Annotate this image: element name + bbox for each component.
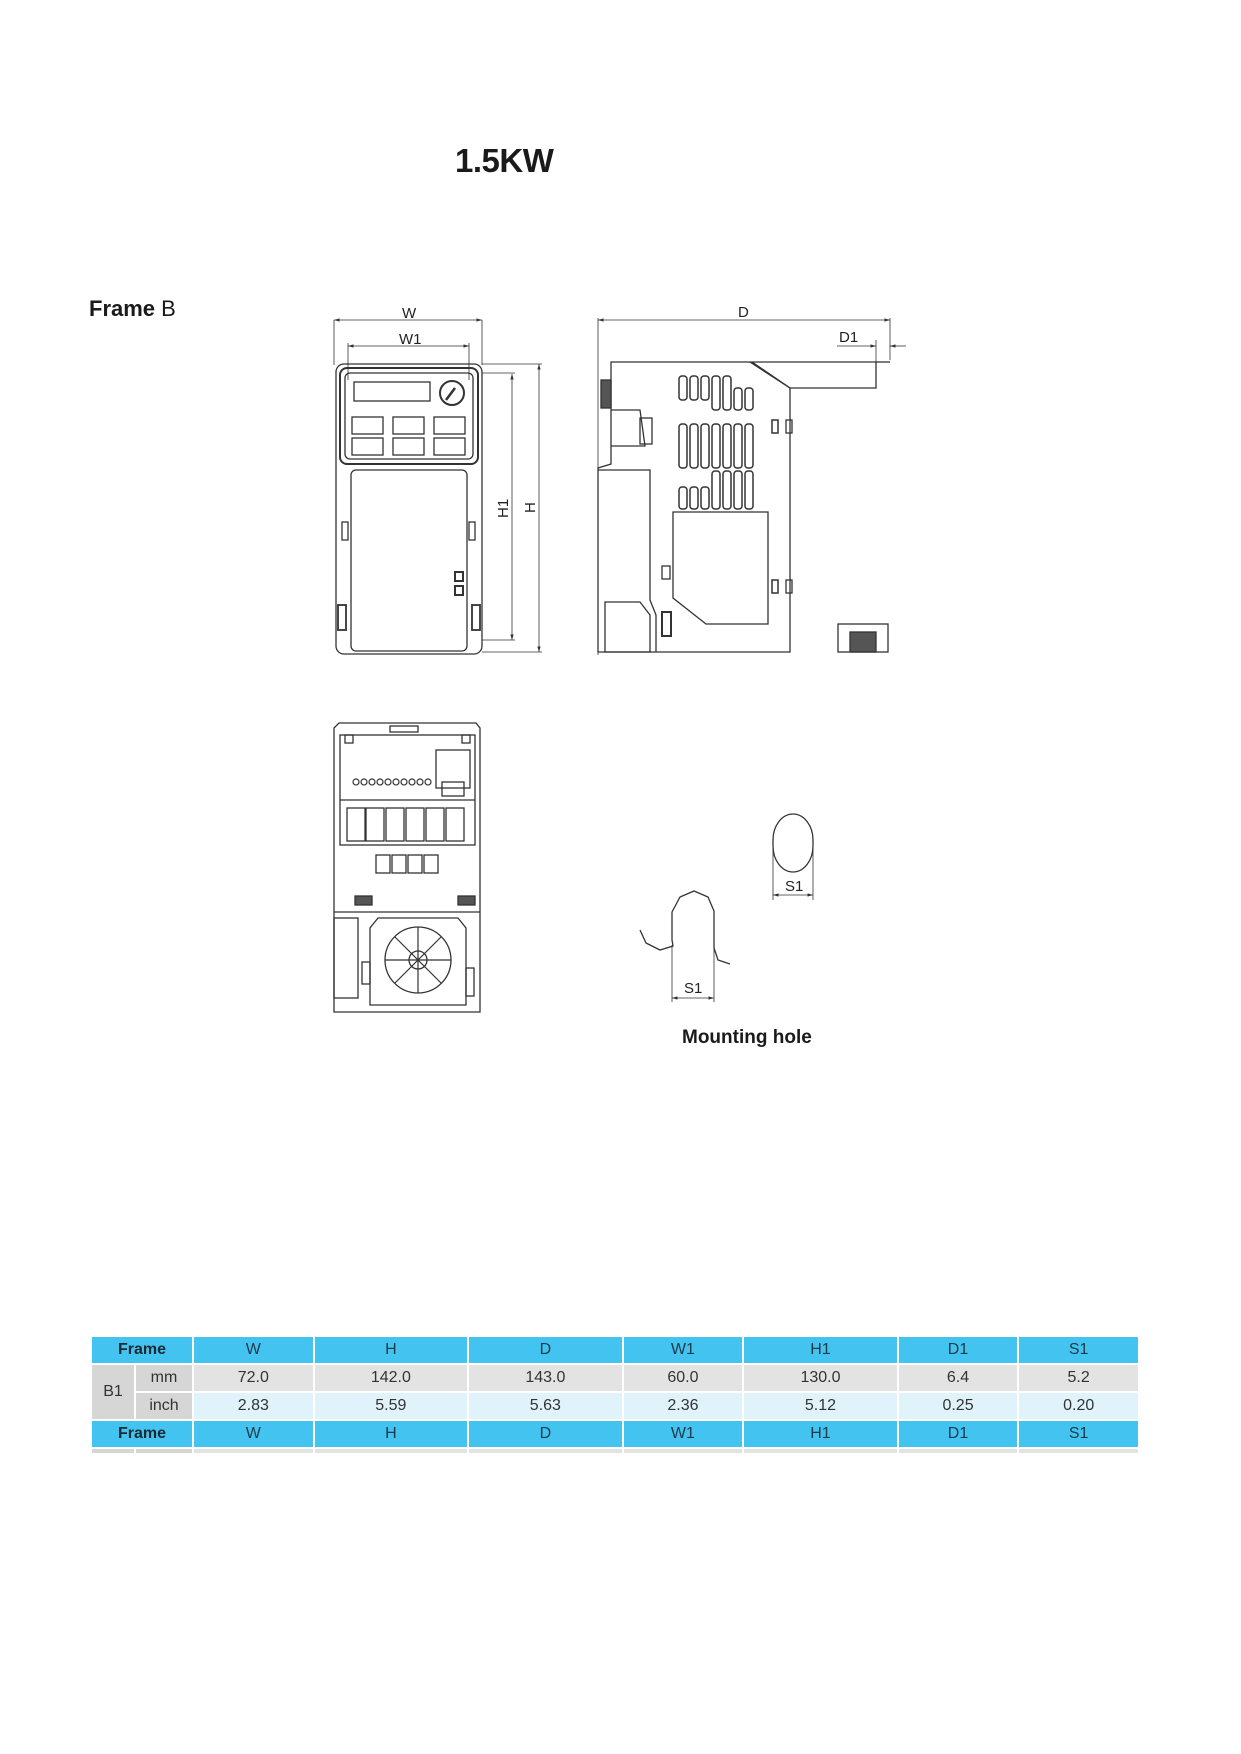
dim-d: D — [738, 304, 749, 321]
cut-cell — [194, 1449, 313, 1453]
value-cell: 5.63 — [469, 1393, 622, 1419]
value-cell: 0.20 — [1019, 1393, 1138, 1419]
mounting-hole-caption: Mounting hole — [682, 1027, 812, 1048]
mounting-hole-diagram: S1 S1 — [639, 813, 814, 1002]
value-cell: 5.2 — [1019, 1365, 1138, 1391]
value-cell: 5.59 — [314, 1393, 468, 1419]
cut-cell — [92, 1449, 134, 1453]
cut-cell — [744, 1449, 897, 1453]
header-s1: S1 — [1019, 1337, 1138, 1363]
value-cell: 5.12 — [744, 1393, 897, 1419]
value-cell: 60.0 — [623, 1365, 743, 1391]
header-d: D — [469, 1337, 622, 1363]
header-h: H — [314, 1337, 468, 1363]
dim-d1: D1 — [839, 329, 858, 346]
unit-cell: inch — [136, 1393, 192, 1419]
header-w: W — [194, 1337, 313, 1363]
header-h1: H1 — [744, 1421, 897, 1447]
value-cell: 142.0 — [314, 1365, 468, 1391]
dim-s1-bottom: S1 — [684, 980, 702, 997]
frame-letter: B — [161, 296, 176, 321]
header-d1: D1 — [898, 1421, 1018, 1447]
cut-cell — [898, 1449, 1018, 1453]
cut-cell — [1019, 1449, 1138, 1453]
dim-h: H — [522, 502, 539, 513]
table-cut-row — [92, 1449, 1138, 1453]
table-row: B1 mm 72.0 142.0 143.0 60.0 130.0 6.4 5.… — [92, 1365, 1138, 1419]
header-h: H — [314, 1421, 468, 1447]
value-cell: 143.0 — [469, 1365, 622, 1391]
header-w: W — [194, 1421, 313, 1447]
header-frame: Frame — [92, 1421, 192, 1447]
frame-label: Frame B — [89, 296, 176, 322]
value-cell: 2.36 — [623, 1393, 743, 1419]
table-repeat-header-row: Frame W H D W1 H1 D1 S1 — [92, 1421, 1138, 1447]
value-cell: 2.83 — [194, 1393, 313, 1419]
table-header-row: Frame W H D W1 H1 D1 S1 — [92, 1337, 1138, 1363]
dim-w: W — [402, 305, 417, 322]
side-view: D D1 — [597, 304, 906, 655]
header-s1: S1 — [1019, 1421, 1138, 1447]
unit-cell: mm — [136, 1365, 192, 1391]
dim-w1: W1 — [399, 331, 422, 348]
dim-s1-top: S1 — [785, 878, 803, 895]
value-cell: 130.0 — [744, 1365, 897, 1391]
value-cell: 0.25 — [898, 1393, 1018, 1419]
header-d: D — [469, 1421, 622, 1447]
cut-cell — [314, 1449, 468, 1453]
cut-cell — [469, 1449, 622, 1453]
front-view: W W1 H1 H — [333, 305, 542, 655]
header-frame: Frame — [92, 1337, 192, 1363]
value-cell: 6.4 — [898, 1365, 1018, 1391]
header-w1: W1 — [623, 1337, 743, 1363]
frame-cell: B1 — [92, 1365, 134, 1419]
cut-cell — [623, 1449, 743, 1453]
cut-cell — [136, 1449, 192, 1453]
value-cell: 72.0 — [194, 1365, 313, 1391]
bottom-view — [333, 722, 481, 1013]
dim-h1: H1 — [495, 499, 512, 518]
dimensions-table: Frame W H D W1 H1 D1 S1 B1 mm 72.0 142.0… — [90, 1335, 1140, 1455]
table-row: inch 2.83 5.59 5.63 2.36 5.12 0.25 0.20 — [92, 1393, 1138, 1419]
page-title: 1.5KW — [455, 142, 554, 179]
header-h1: H1 — [744, 1337, 897, 1363]
header-d1: D1 — [898, 1337, 1018, 1363]
technical-drawing: W W1 H1 H D D1 — [333, 304, 906, 1013]
frame-label-text: Frame — [89, 296, 156, 321]
header-w1: W1 — [623, 1421, 743, 1447]
